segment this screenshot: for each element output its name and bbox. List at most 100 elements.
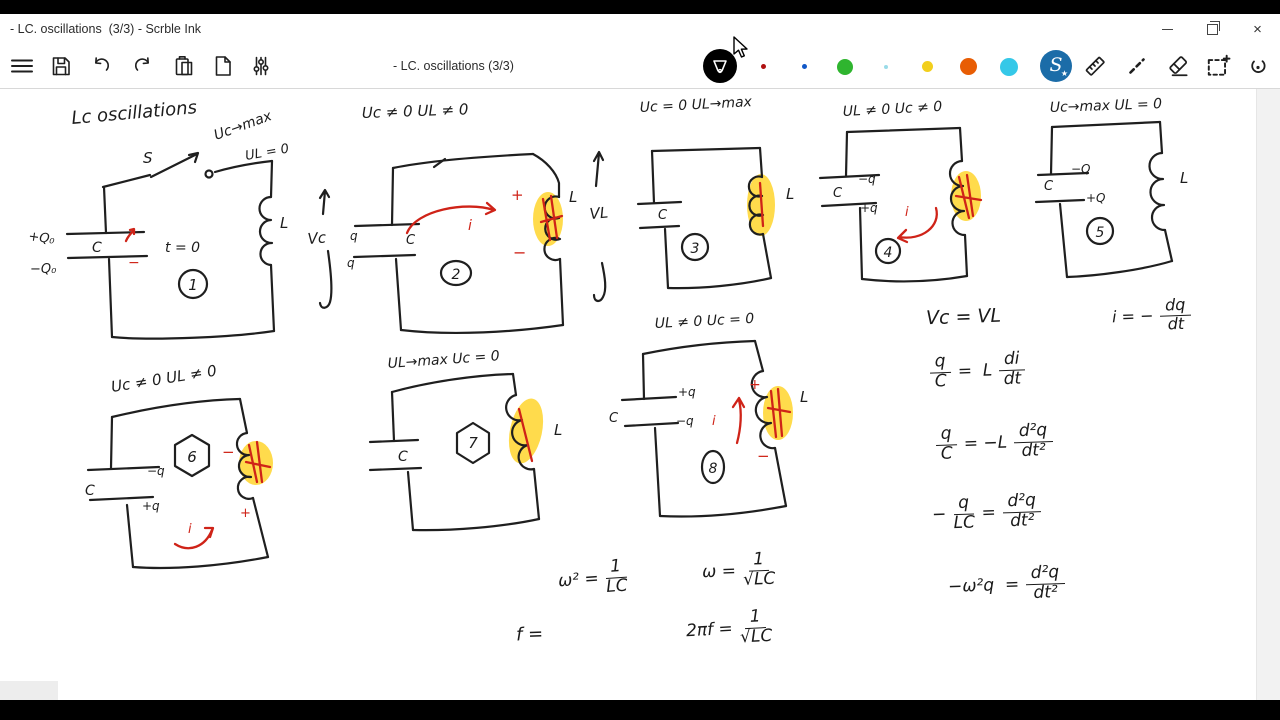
ink-text: L [786, 185, 794, 203]
highlighter-marks [239, 171, 981, 485]
menu-button[interactable] [8, 52, 36, 80]
minimize-icon [1162, 29, 1173, 30]
ink-text: UL→max Uc = 0 [387, 348, 500, 372]
ink-text: 8 [709, 461, 718, 477]
ink-text: q [350, 229, 358, 243]
ink-text: t = 0 [165, 240, 200, 256]
ink-text: C [658, 208, 668, 223]
ink-text: 3 [691, 241, 700, 257]
save-button[interactable] [47, 52, 75, 80]
top-letterbox-bar [0, 0, 1280, 14]
undo-button[interactable] [87, 52, 115, 80]
circuit-5-drawing [1034, 120, 1174, 279]
toolbar: - LC. oscillations (3/3) S ★ [0, 45, 1280, 89]
ink-text: −Q [1071, 162, 1091, 176]
redo-button[interactable] [129, 52, 157, 80]
ink-text: L [554, 421, 562, 439]
ink-text: Uc ≠ 0 UL ≠ 0 [362, 100, 469, 122]
adjustments-button[interactable] [247, 52, 275, 80]
vl-meter-annotation [592, 150, 607, 302]
ink-text: +q [860, 201, 878, 215]
ink-text: C [92, 240, 102, 256]
ink-text: L [800, 388, 808, 406]
logo-letter: S [1049, 53, 1063, 76]
undo-icon [95, 57, 109, 71]
ink-text: 2 [452, 267, 461, 283]
canvas-scrollbar[interactable] [1256, 89, 1280, 700]
ink-text: +Q₀ [27, 229, 56, 248]
color-yellow-dot[interactable] [909, 45, 945, 88]
color-green-dot[interactable] [827, 45, 863, 88]
ink-text: Uc ≠ 0 UL ≠ 0 [110, 361, 218, 395]
color-orange-dot[interactable] [950, 45, 986, 88]
color-swatch [1000, 57, 1018, 76]
color-pale-blue-dot[interactable] [868, 45, 904, 88]
circuit-7-drawing [368, 372, 541, 532]
ink-text: +q [678, 385, 696, 399]
dashed-line-button[interactable] [1123, 52, 1151, 80]
ink-text: L [569, 188, 577, 206]
color-cyan-dot[interactable] [991, 45, 1027, 88]
circuit-3-drawing [636, 146, 773, 290]
ink-text: i [712, 414, 716, 429]
pen-color-palette [745, 45, 1027, 88]
ink-text: 5 [1096, 225, 1105, 241]
ink-text: − [222, 443, 235, 461]
ink-text: Lc oscillations [71, 97, 198, 129]
ink-text: C [85, 483, 95, 499]
new-page-icon [215, 56, 231, 76]
vc-meter-annotation [318, 188, 333, 309]
ink-text: +Q [1086, 191, 1106, 205]
circuit-1-drawing [65, 151, 276, 340]
ink-text: C [609, 411, 619, 426]
ink-text: C [833, 186, 843, 201]
ink-text: Uc→max UL = 0 [1050, 96, 1163, 116]
select-button[interactable] [1204, 52, 1232, 80]
redo-icon [135, 57, 149, 71]
ink-text: i [188, 522, 192, 537]
pen-tool-button[interactable] [703, 49, 737, 83]
ink-text: Vc [307, 228, 328, 248]
color-swatch [921, 61, 933, 72]
ink-text: C [406, 233, 416, 248]
ink-text: i [905, 205, 909, 220]
ink-text: S [143, 149, 153, 167]
ink-text: − [757, 447, 770, 465]
eraser-button[interactable] [1164, 52, 1192, 80]
circuit-6-drawing [86, 397, 272, 570]
ink-text: 7 [468, 434, 478, 452]
logo-star-icon: ★ [1060, 69, 1068, 78]
ink-text: UL ≠ 0 Uc = 0 [654, 311, 754, 332]
dashed-line-icon [1129, 58, 1145, 74]
bottom-letterbox-bar [0, 700, 1280, 720]
ink-text: + [511, 186, 524, 204]
paste-button[interactable] [170, 52, 198, 80]
color-red-dot[interactable] [745, 45, 781, 88]
page-edge [0, 681, 58, 700]
circuit-8-drawing [620, 339, 792, 518]
color-blue-dot[interactable] [786, 45, 822, 88]
ink-text: q [347, 256, 355, 270]
restore-icon [1207, 21, 1220, 35]
ink-text: 4 [884, 245, 893, 261]
lasso-button[interactable] [1244, 52, 1272, 80]
selection-rect-icon [1207, 54, 1231, 76]
minimize-button[interactable] [1145, 14, 1190, 45]
restore-button[interactable] [1190, 14, 1235, 45]
ink-text: i [468, 218, 472, 234]
ink-text: C [1044, 179, 1054, 194]
new-page-button[interactable] [209, 52, 237, 80]
window-controls: × [1145, 14, 1280, 45]
lasso-icon [1251, 60, 1266, 73]
ruler-button[interactable] [1081, 52, 1109, 80]
window-title: - LC. oscillations (3/3) - Scrble Ink [10, 22, 202, 36]
document-title: - LC. oscillations (3/3) [393, 59, 514, 73]
color-swatch [760, 64, 766, 69]
ink-text: Uc = 0 UL→max [639, 94, 753, 116]
close-button[interactable]: × [1253, 21, 1262, 38]
ink-text: −Q₀ [30, 262, 57, 277]
ink-text: C [398, 449, 408, 465]
scrble-logo-button[interactable]: S ★ [1040, 50, 1072, 82]
